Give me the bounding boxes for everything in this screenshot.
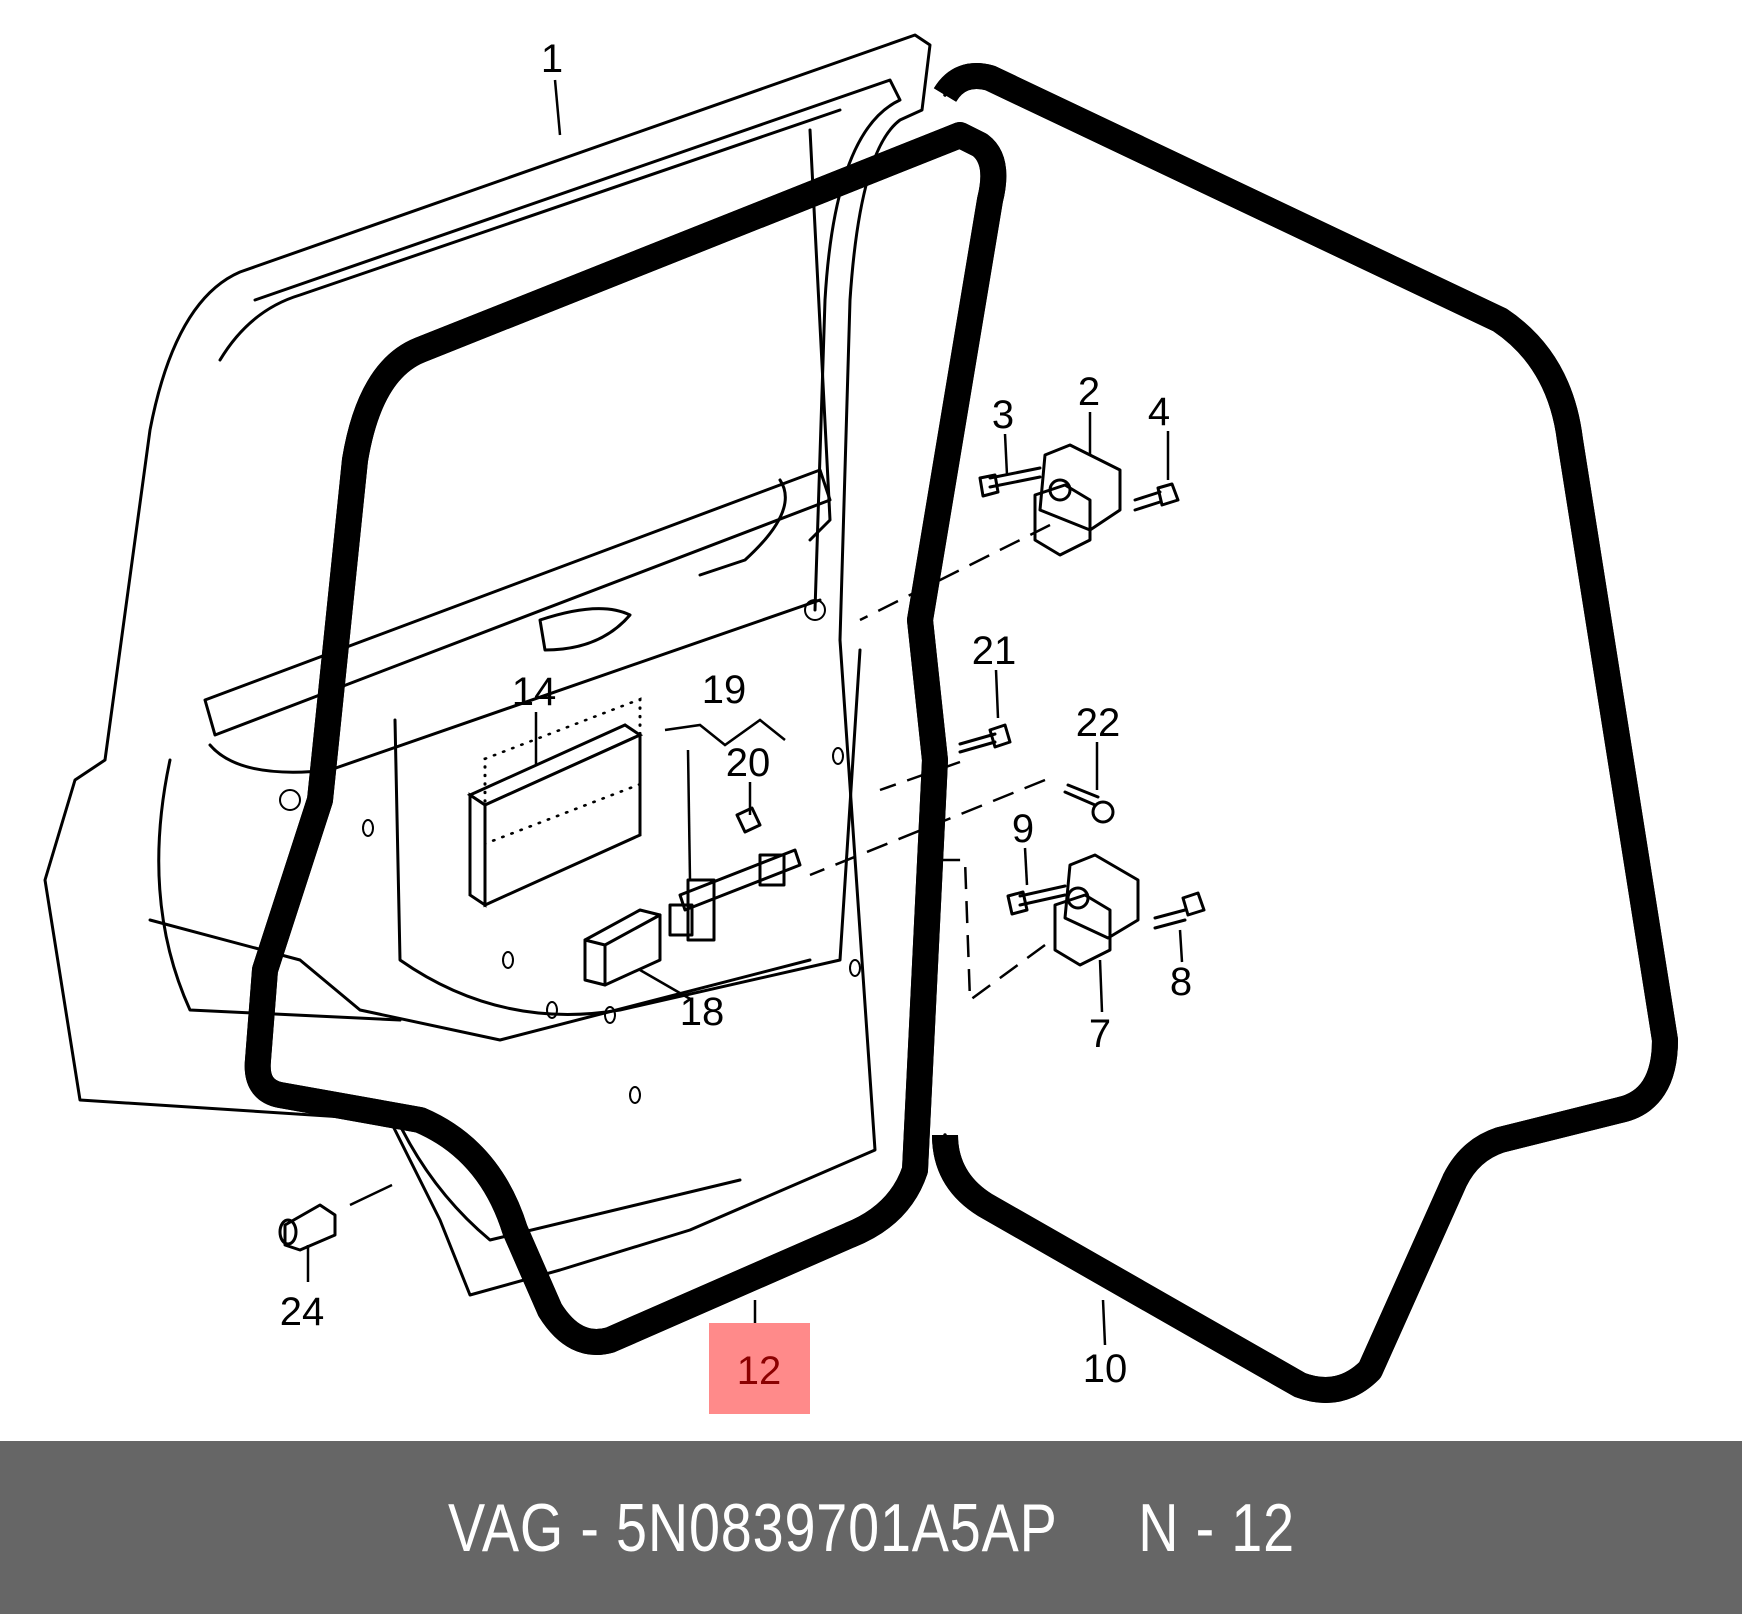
callout-19[interactable]: 19 (702, 668, 747, 712)
insulation-pad-14 (466, 697, 644, 908)
lower-hinge-7 (1006, 853, 1206, 967)
callout-21[interactable]: 21 (972, 629, 1017, 673)
callout-7[interactable]: 7 (1089, 1012, 1111, 1056)
callout-12[interactable]: 12 (737, 1349, 782, 1393)
part-number-text: VAG - 5N0839701A5AP N - 12 (447, 1489, 1295, 1566)
door-parts-diagram: 1 2 3 4 7 8 9 10 12 14 18 19 20 21 22 24 (43, 33, 1678, 1414)
door-shell (43, 33, 932, 1297)
callout-10[interactable]: 10 (1083, 1347, 1128, 1391)
upper-hinge-2 (978, 443, 1180, 557)
callout-22[interactable]: 22 (1076, 701, 1121, 745)
door-check-assembly (583, 806, 802, 987)
leader-lines (306, 79, 1184, 1346)
plug-24 (278, 1203, 337, 1252)
alignment-lines (809, 523, 1051, 1003)
callout-14[interactable]: 14 (512, 670, 557, 714)
callout-labels: 1 2 3 4 7 8 9 10 12 14 18 19 20 21 22 24 (280, 37, 1192, 1393)
callout-24[interactable]: 24 (280, 1290, 325, 1334)
highlight-box (709, 1323, 810, 1414)
callout-2[interactable]: 2 (1078, 370, 1100, 414)
callout-18[interactable]: 18 (680, 990, 725, 1034)
body-seal-10 (945, 76, 1678, 1390)
callout-4[interactable]: 4 (1148, 390, 1170, 434)
callout-9[interactable]: 9 (1012, 807, 1034, 851)
part-number-footer: VAG - 5N0839701A5AP N - 12 (0, 1441, 1742, 1614)
callout-20[interactable]: 20 (726, 741, 771, 785)
callout-1[interactable]: 1 (541, 37, 563, 81)
door-seal-12 (258, 122, 994, 1342)
callout-3[interactable]: 3 (992, 393, 1014, 437)
bolts-21-22 (958, 723, 1115, 824)
callout-8[interactable]: 8 (1170, 960, 1192, 1004)
